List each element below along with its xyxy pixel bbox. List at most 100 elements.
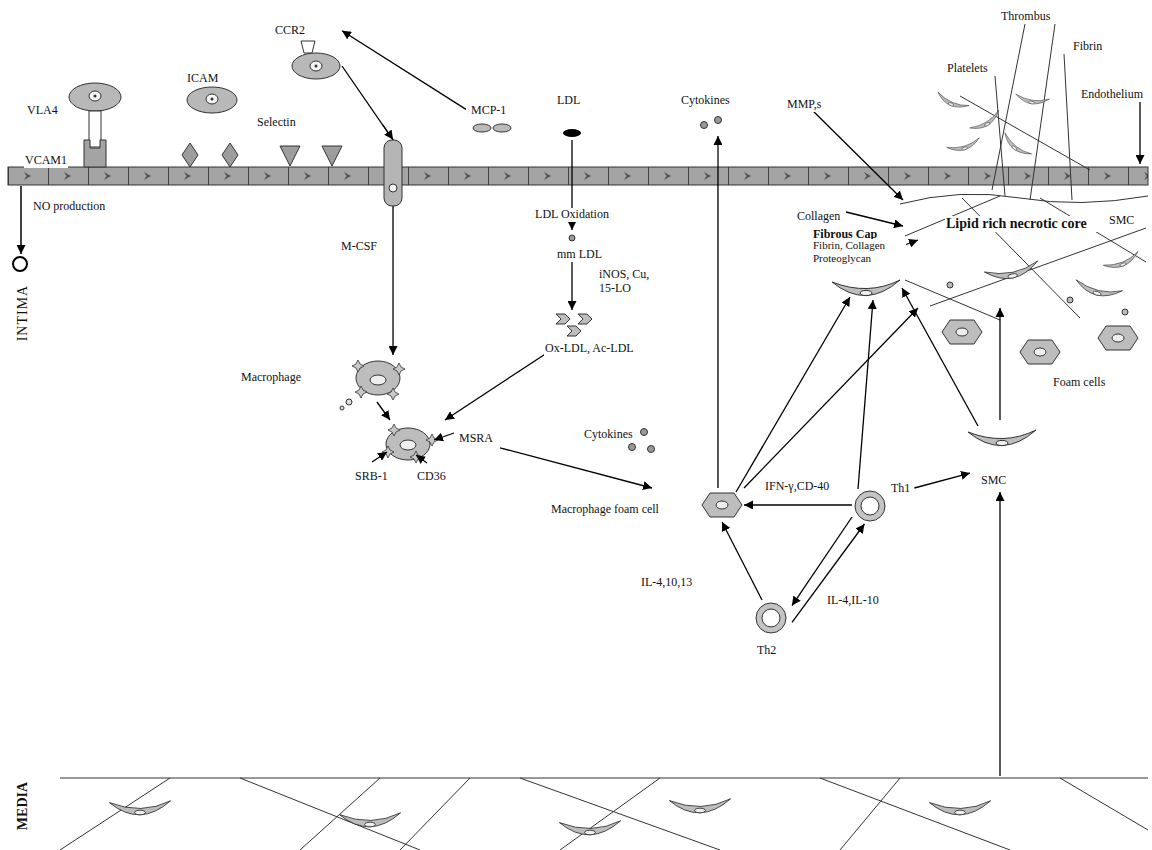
annotation-label: ICAM — [186, 72, 219, 86]
drawing-part — [84, 140, 106, 167]
transmigrating-cell — [383, 125, 402, 206]
drawing-part — [1001, 132, 1032, 160]
pathway-arrow — [571, 262, 572, 310]
text-slot: Th1 — [890, 478, 911, 496]
cell-node: CCR2 — [270, 18, 342, 82]
drawing-part — [416, 455, 427, 463]
drawing-part — [89, 91, 101, 101]
pathway-arrow — [342, 66, 393, 355]
node-label: Th2 — [756, 644, 777, 658]
text-slot: Ox-LDL, Ac-LDL — [544, 338, 635, 356]
macrophage-receptors — [382, 424, 438, 463]
annotation-label: VCAM1 — [24, 154, 68, 168]
drawing-part — [669, 799, 730, 813]
drawing-part — [808, 106, 903, 200]
leukocyte-icam — [182, 87, 238, 167]
cell-node: Cytokines — [676, 88, 740, 136]
annotation-label: Platelets — [946, 62, 989, 76]
drawing-part — [1020, 340, 1060, 364]
drawing-part — [736, 297, 850, 492]
drawing-part — [641, 429, 648, 436]
cell-node: MCP-1 — [466, 98, 520, 136]
label-slot: MEDIA — [13, 781, 31, 831]
arrow-label: iNOS, Cu, 15-LO — [598, 268, 662, 296]
drawing-part — [1103, 251, 1141, 272]
text-slot: Cytokines — [680, 90, 731, 108]
drawing-part — [372, 452, 387, 462]
label-slot: ICAM — [186, 68, 219, 86]
drawing-part — [382, 446, 394, 458]
node-label: Ox-LDL, Ac-LDL — [544, 342, 635, 356]
node-label: MSRA — [458, 432, 494, 446]
pathway-arrow — [914, 473, 970, 488]
node-label: mm LDL — [556, 248, 603, 262]
drawing-part — [947, 138, 982, 154]
annotation-label: Endothelium — [1080, 88, 1144, 102]
cell-node: Th2 — [752, 600, 792, 656]
no-production — [13, 186, 27, 271]
drawing-part — [999, 492, 1000, 776]
node-label: Cytokines — [680, 94, 731, 108]
label-slot: Fibrin — [1072, 36, 1103, 54]
drawing-part — [567, 326, 581, 336]
node-label: MCP-1 — [470, 104, 507, 118]
smooth-muscle-cell — [968, 430, 1036, 446]
drawing-part — [1030, 24, 1055, 200]
drawing-part — [370, 375, 386, 385]
pathway-arrow — [717, 136, 718, 488]
drawing-part — [292, 53, 340, 79]
cell-node: mm LDL — [552, 230, 614, 262]
text-slot: Th2 — [756, 640, 777, 658]
drawing-part — [182, 143, 198, 167]
pathway-arrow — [744, 308, 918, 488]
drawing-part — [559, 821, 620, 835]
arrow-label: M-CSF — [340, 240, 378, 254]
drawing-part — [60, 778, 1148, 779]
drawing-part — [1060, 778, 1148, 830]
drawing-part — [858, 300, 873, 489]
drawing-part — [388, 424, 400, 436]
annotation-label: Selectin — [256, 116, 297, 130]
annotation-label: Fibrin, Collagen Proteoglycan — [812, 239, 906, 264]
text-slot: Lipid rich necrotic core — [945, 214, 1097, 232]
drawing-part — [211, 98, 214, 101]
drawing-part — [648, 446, 655, 453]
drawing-part — [384, 140, 402, 206]
drawing-part — [578, 314, 592, 324]
annotation-label: INTIMA — [15, 284, 31, 343]
node-label: Lipid rich necrotic core — [945, 216, 1097, 232]
drawing-part — [1122, 309, 1128, 315]
cell-node: MSRASRB-1CD36 — [350, 420, 500, 482]
drawing-part — [629, 444, 636, 451]
drawing-part — [352, 360, 364, 372]
text-slot: MSRA — [458, 428, 494, 446]
drawing-part — [947, 282, 953, 288]
arrow-label: IFN-γ,CD-40 — [764, 480, 830, 494]
drawing-part — [206, 94, 218, 104]
text-slot: MCP-1 — [470, 100, 507, 118]
drawing-part — [315, 65, 318, 68]
pathway-arrow — [342, 31, 466, 110]
drawing-part — [434, 433, 454, 440]
drawing-part — [855, 491, 885, 521]
drawing-part — [840, 778, 900, 850]
drawing-part — [942, 320, 982, 344]
drawing-part — [389, 184, 397, 192]
cell-node: SMC — [970, 420, 1040, 488]
drawing-part — [1074, 278, 1123, 301]
text-slot: mm LDL — [556, 244, 603, 262]
drawing-part — [762, 609, 780, 627]
label-slot: Cytokines — [583, 424, 634, 442]
drawing-part — [520, 778, 720, 850]
arrow-label: LDL Oxidation — [534, 208, 610, 222]
pathway-arrow — [722, 522, 762, 600]
drawing-part — [556, 314, 570, 324]
label-slot: Collagen — [796, 206, 841, 224]
cell-node: Th1 — [852, 476, 914, 524]
drawing-part — [960, 24, 1090, 200]
drawing-part — [301, 41, 315, 53]
node-label: Macrophage — [240, 371, 302, 385]
